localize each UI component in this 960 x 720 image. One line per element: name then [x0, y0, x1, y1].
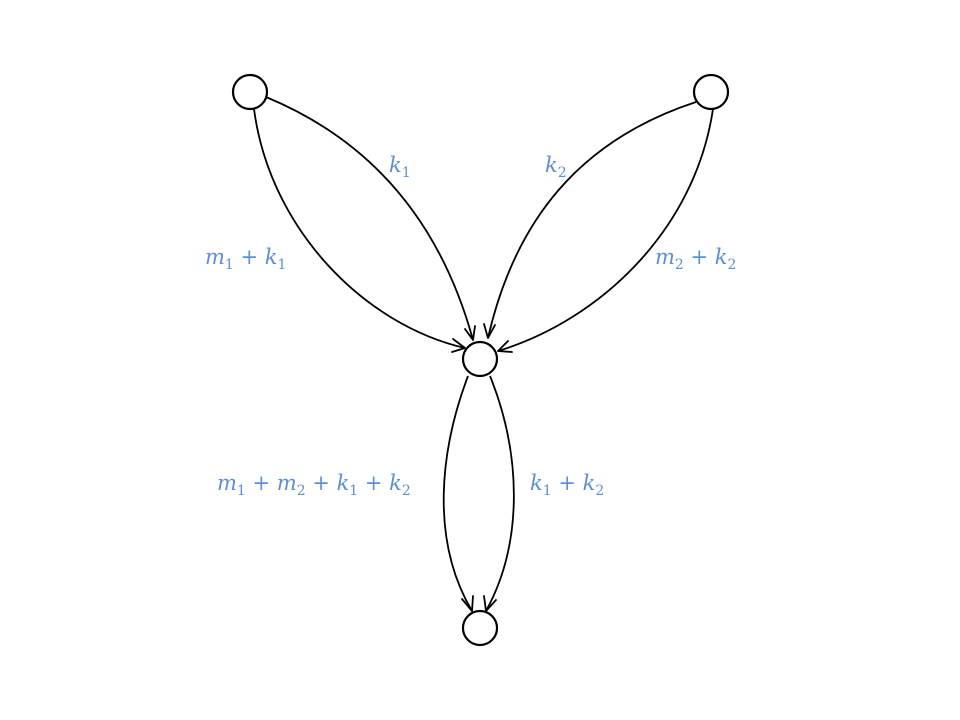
edge-middle-to-bottom-right: [485, 375, 515, 612]
label-part: k: [530, 471, 543, 495]
label-part: + k: [234, 245, 278, 269]
arrowhead-top-right-outer: [497, 340, 513, 353]
label-part: + k: [684, 245, 728, 269]
label-part: k: [545, 153, 558, 177]
label-part: 2: [297, 483, 306, 499]
label-part: 1: [225, 257, 234, 273]
label-part: m: [217, 471, 237, 495]
label-k2: k2: [545, 153, 567, 181]
node-bottom: [461, 609, 499, 647]
label-part: + k: [358, 471, 402, 495]
label-part: m: [205, 245, 225, 269]
label-part: 1: [402, 165, 411, 181]
label-part: k: [389, 153, 402, 177]
label-part: 1: [543, 483, 552, 499]
label-m1-m2-k1-k2-sum: m1 + m2 + k1 + k2: [217, 471, 411, 499]
label-part: 1: [349, 483, 358, 499]
edge-top-right-to-middle-outer: [497, 108, 714, 352]
node-top-left: [231, 73, 269, 111]
label-part: 2: [402, 483, 411, 499]
label-m2-plus-k2: m2 + k2: [655, 245, 736, 273]
edge-top-right-to-middle-inner: [487, 101, 697, 339]
arrowhead-top-left-outer: [451, 338, 466, 353]
label-part: + k: [306, 471, 350, 495]
label-part: + k: [552, 471, 596, 495]
node-middle: [461, 340, 499, 378]
edge-top-left-to-middle-outer: [253, 108, 466, 349]
label-part: + m: [246, 471, 297, 495]
edge-top-left-to-middle-inner: [265, 96, 474, 341]
label-k1: k1: [389, 153, 411, 181]
label-m1-plus-k1: m1 + k1: [205, 245, 286, 273]
label-k1-plus-k2: k1 + k2: [530, 471, 604, 499]
node-top-right: [692, 73, 730, 111]
label-part: 1: [237, 483, 246, 499]
arrowhead-top-left-inner: [464, 325, 476, 341]
arrowhead-middle-bottom-left: [461, 595, 474, 612]
label-part: m: [655, 245, 675, 269]
label-part: 2: [558, 165, 567, 181]
arrowhead-top-right-inner: [483, 323, 496, 339]
edge-middle-to-bottom-left: [442, 375, 473, 612]
label-part: 2: [728, 257, 737, 273]
label-part: 2: [675, 257, 684, 273]
label-part: 1: [278, 257, 287, 273]
label-part: 2: [595, 483, 604, 499]
